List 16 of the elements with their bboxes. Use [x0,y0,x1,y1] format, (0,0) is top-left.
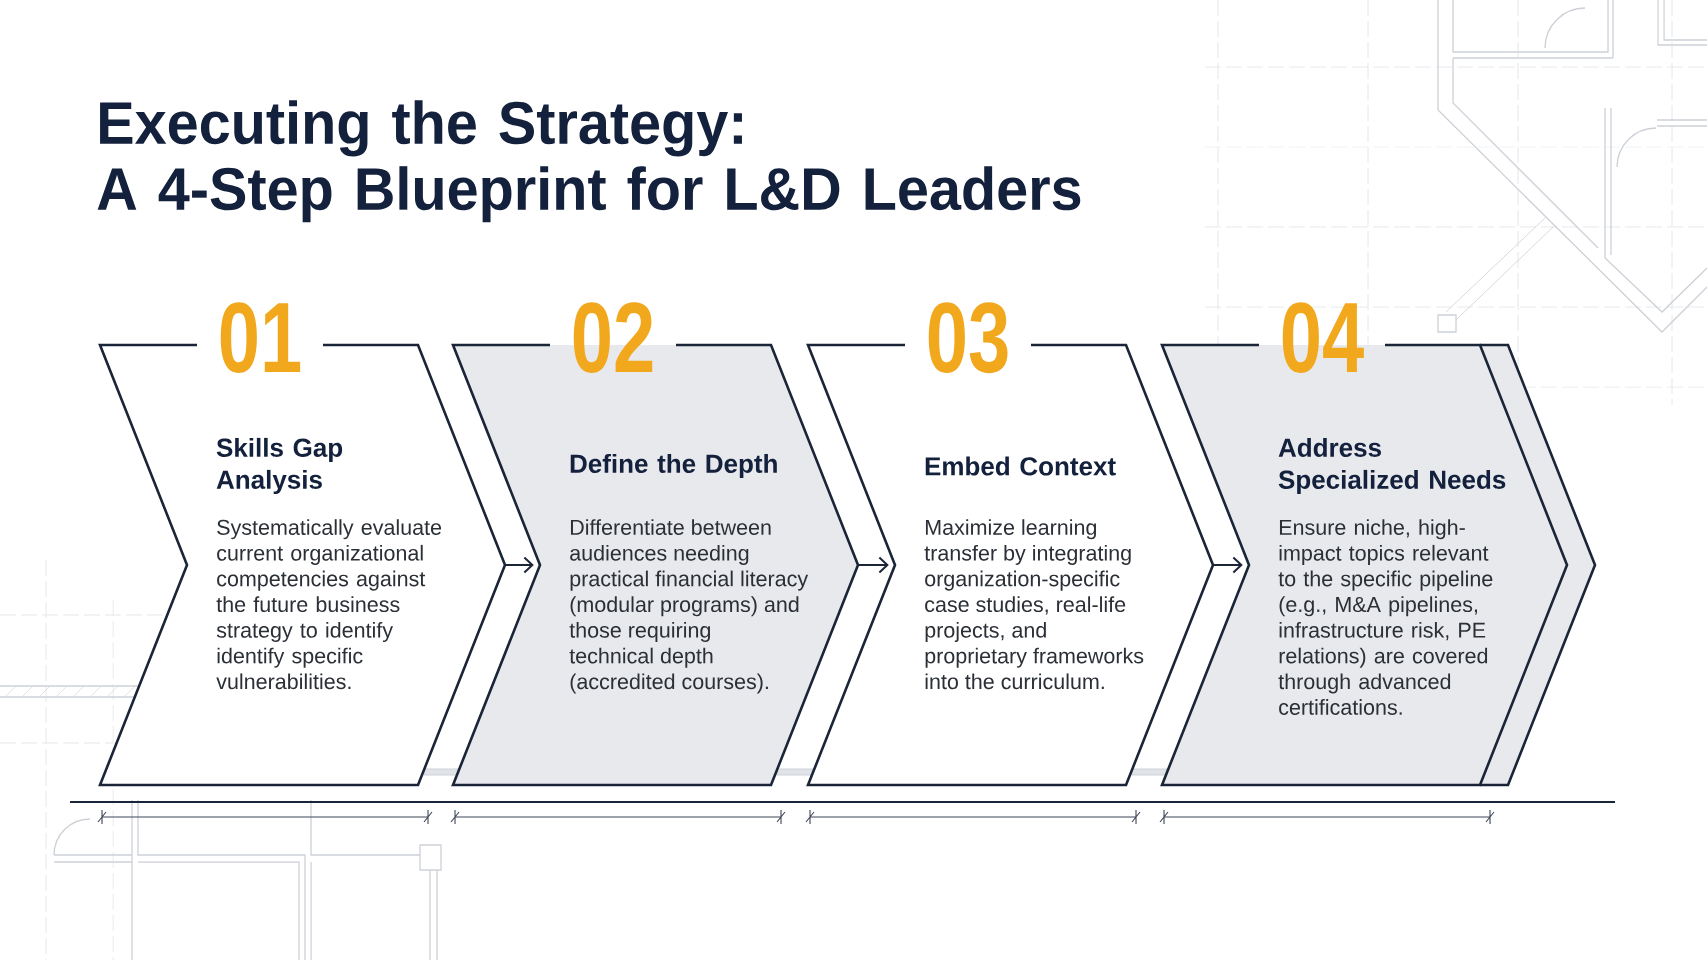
step-heading: Skills Gap Analysis [216,437,343,495]
step-heading: Define the Depth [570,453,777,479]
step-description: Maximize learning transfer by integrating organization-specific case studies, real-life projects, and proprietary frameworks into the curriculum. [924,519,1144,690]
step-heading: Embed Context [925,456,1116,476]
title: Executing the Strategy: A 4-Step Blueprint for L&D Leaders [97,100,1081,223]
step-number: 01 [220,302,301,373]
step-description: Differentiate between audiences needing practical financial literacy (modular programs) and those requiring technical depth (accredited courses). [569,519,809,694]
step-description: Systematically evaluate current organizational competencies against the future business strategy to identify identify specific vulnerabilities. [216,519,442,690]
arrow [1212,556,1243,574]
step-number: 02 [573,302,653,373]
step-number: 03 [928,302,1008,374]
step-number: 04 [1282,302,1364,373]
step-heading: Address Specialized Needs [1278,437,1506,495]
step-description: Ensure niche, high-impact topics relevant to the specific pipeline (e.g., M&A pipelines, infrastructure risk, PE relations) are covered through advanced certifications. [1278,519,1493,715]
arrow [504,556,534,574]
arrow [857,556,889,574]
